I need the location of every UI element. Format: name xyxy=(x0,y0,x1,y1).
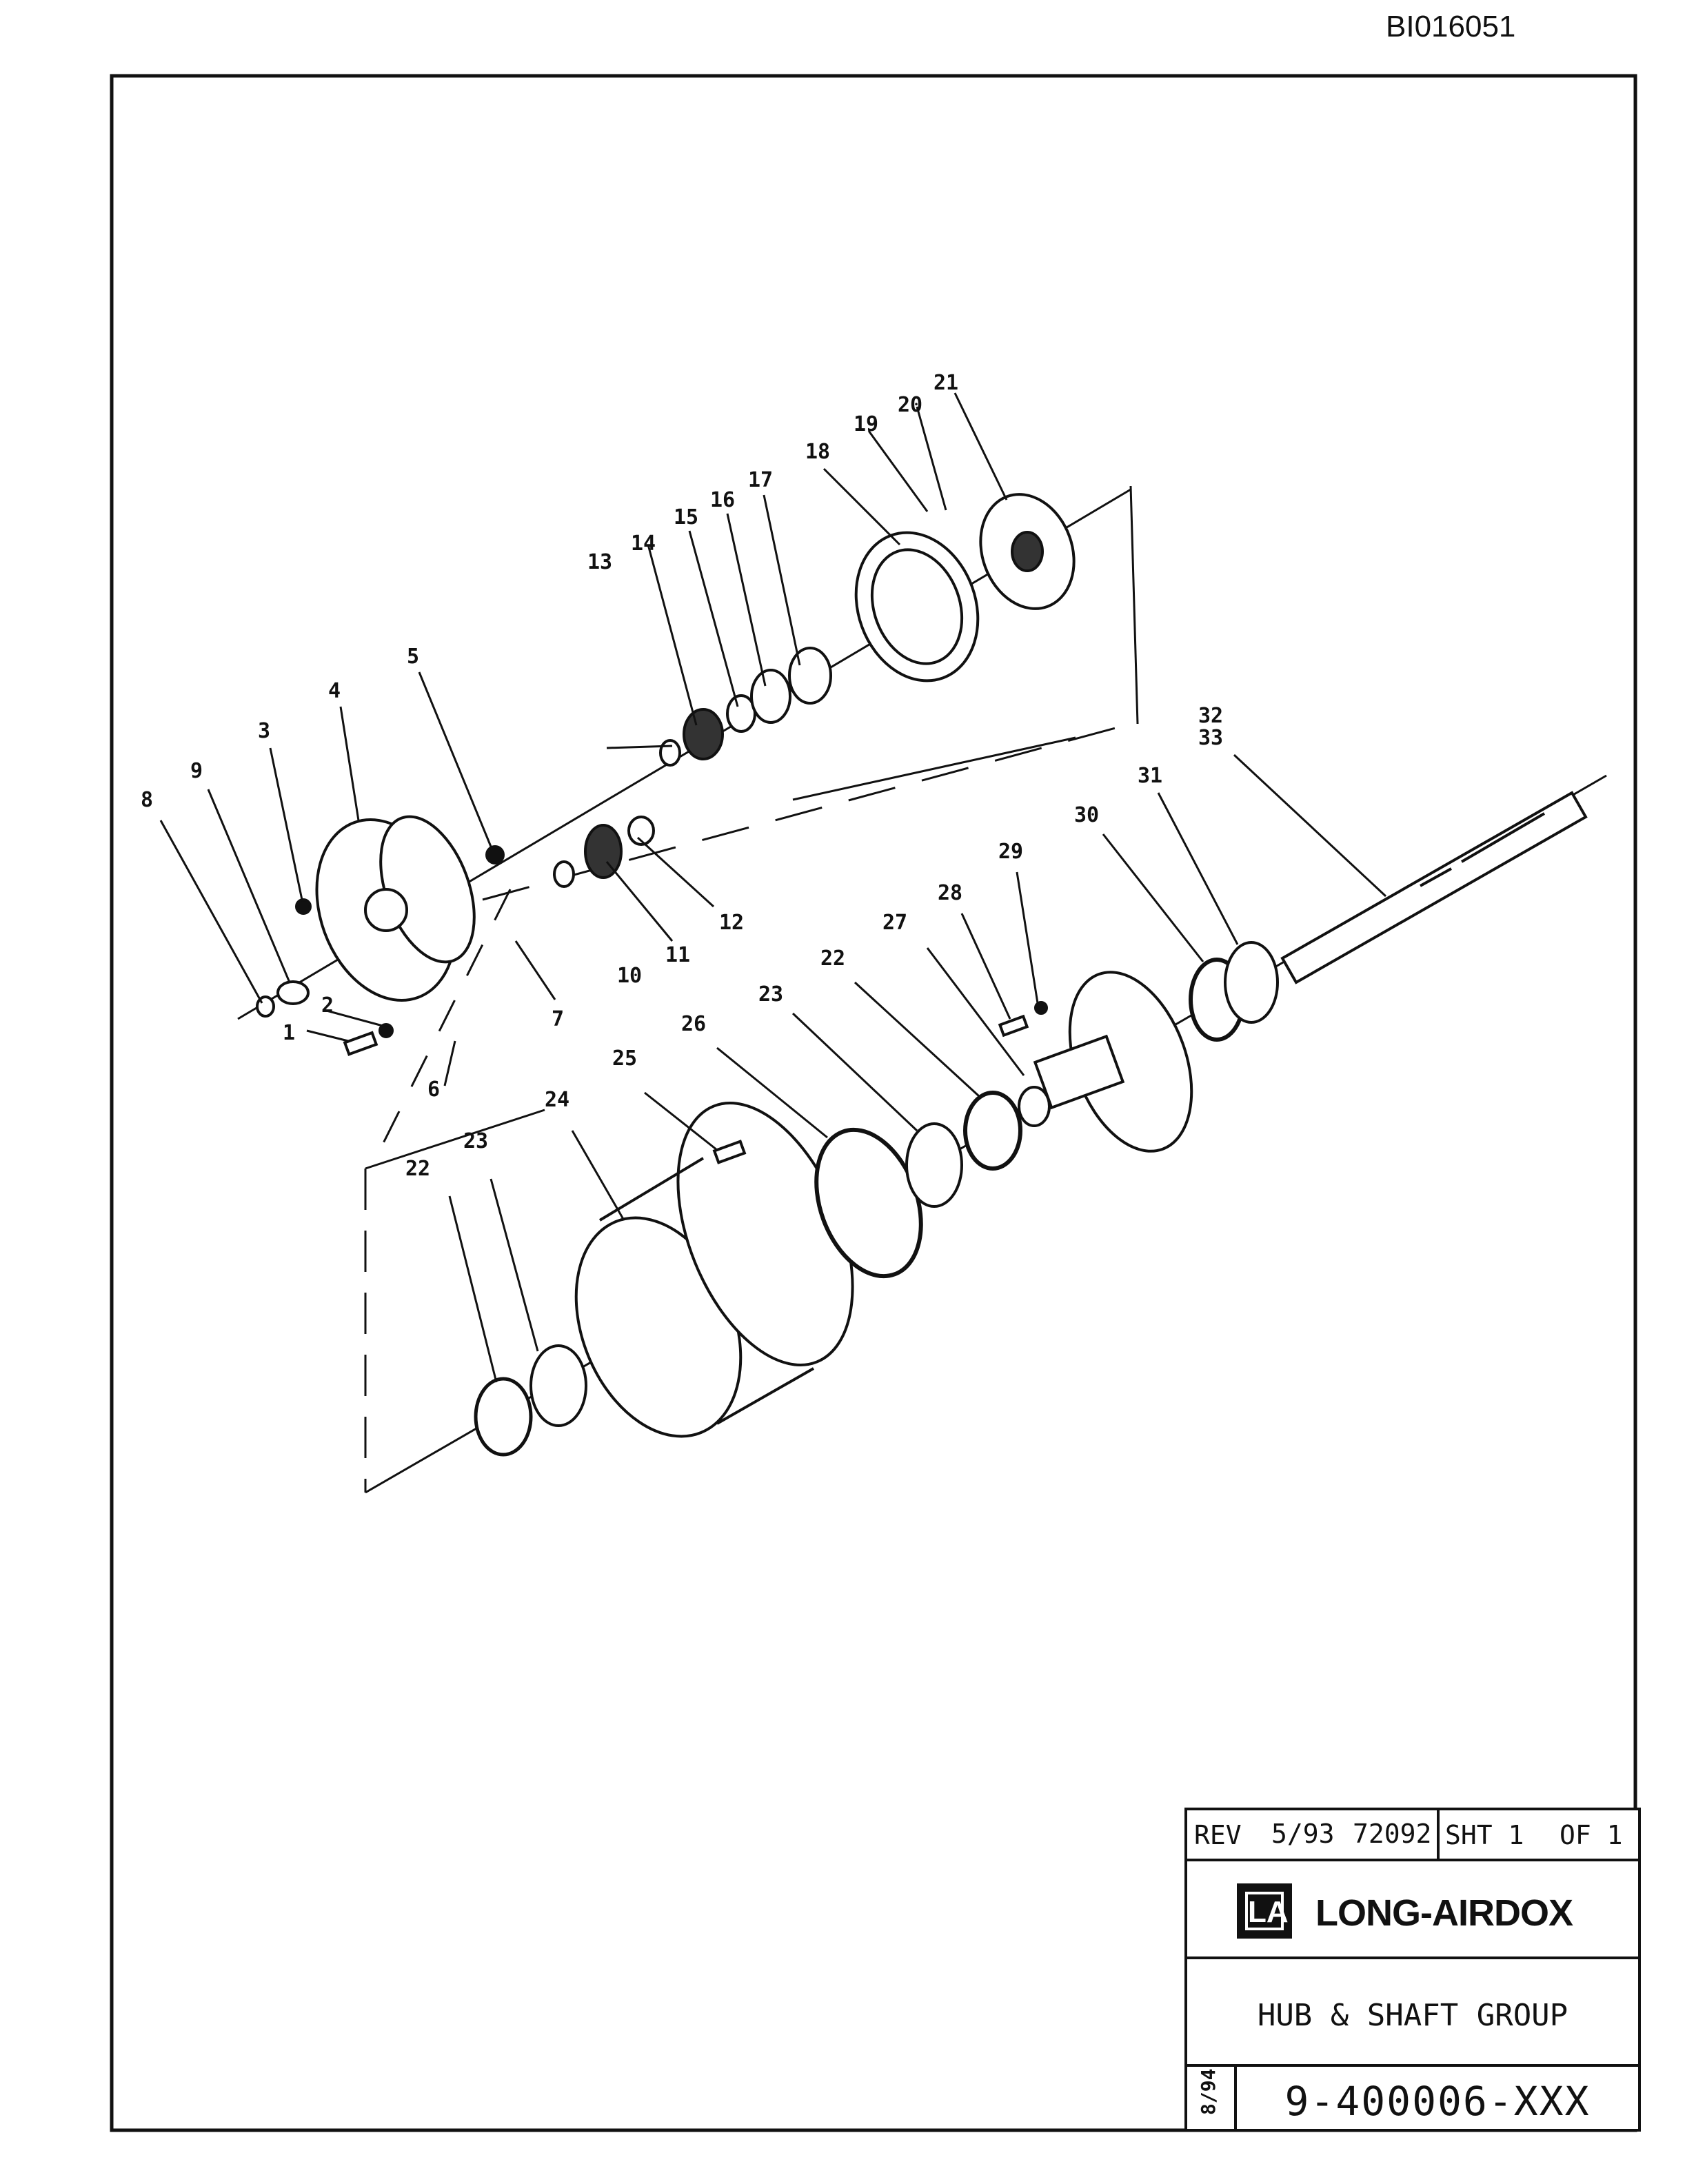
callout-23-upper: 23 xyxy=(758,982,783,1007)
callout-18: 18 xyxy=(805,440,830,464)
company-logo-icon: LA xyxy=(1237,1883,1292,1939)
callout-33: 33 xyxy=(1198,726,1223,750)
number-row: 8/94 9-400006-XXX xyxy=(1187,2067,1638,2132)
rev-date: 5/93 xyxy=(1271,1819,1335,1849)
callout-15: 15 xyxy=(674,505,698,529)
callout-6: 6 xyxy=(427,1078,440,1102)
callout-30: 30 xyxy=(1074,803,1099,827)
callout-22-upper: 22 xyxy=(820,947,845,971)
callout-31: 31 xyxy=(1138,764,1162,788)
callout-28: 28 xyxy=(938,881,962,905)
callout-21: 21 xyxy=(934,371,958,395)
callout-27: 27 xyxy=(882,911,907,935)
drive-shaft xyxy=(1280,791,1588,984)
drawing-number: 9-400006-XXX xyxy=(1284,2078,1591,2125)
callout-8: 8 xyxy=(141,788,153,812)
document-id: BI016051 xyxy=(1386,10,1516,43)
leader-lines xyxy=(159,392,1387,1383)
callout-10: 10 xyxy=(617,964,642,988)
callout-29: 29 xyxy=(998,840,1023,864)
eco-number: 72092 xyxy=(1353,1819,1432,1849)
callout-19: 19 xyxy=(854,412,878,436)
callout-16: 16 xyxy=(710,488,735,512)
title-block: REV 5/93 72092 SHT 1 OF 1 LA LONG-AIRDOX… xyxy=(1184,1808,1641,2132)
sheet-label: SHT 1 xyxy=(1445,1820,1524,1850)
company-name: LONG-AIRDOX xyxy=(1315,1892,1573,1934)
revision-row: REV 5/93 72092 SHT 1 OF 1 xyxy=(1187,1810,1638,1861)
company-row: LA LONG-AIRDOX xyxy=(1187,1861,1638,1959)
issue-date-cell: 8/94 xyxy=(1187,2067,1237,2132)
callout-7: 7 xyxy=(552,1007,564,1031)
logo-letters: LA xyxy=(1245,1892,1289,1930)
callout-32: 32 xyxy=(1198,704,1223,728)
drawing-title: HUB & SHAFT GROUP xyxy=(1257,1998,1568,2033)
callout-11: 11 xyxy=(665,943,690,967)
sheet-of-label: OF 1 xyxy=(1560,1820,1623,1850)
callout-25: 25 xyxy=(612,1046,637,1071)
callout-26: 26 xyxy=(681,1012,706,1036)
revision-divider xyxy=(1437,1810,1440,1859)
callout-20: 20 xyxy=(898,393,922,417)
callout-3: 3 xyxy=(258,719,270,743)
rev-label: REV xyxy=(1194,1820,1242,1850)
callout-14: 14 xyxy=(631,532,656,556)
callout-12: 12 xyxy=(719,911,744,935)
callout-1: 1 xyxy=(283,1021,295,1045)
callout-2: 2 xyxy=(321,993,334,1018)
callout-4: 4 xyxy=(328,679,341,703)
issue-date: 8/94 xyxy=(1197,2068,1220,2115)
callout-labels: 1 2 3 4 5 6 7 8 9 10 11 12 13 14 15 16 1… xyxy=(141,371,1223,1181)
callout-5: 5 xyxy=(407,645,419,669)
callout-13: 13 xyxy=(587,550,612,574)
callout-24: 24 xyxy=(545,1088,569,1112)
callout-23-lower: 23 xyxy=(463,1129,488,1153)
callout-22-lower: 22 xyxy=(405,1157,430,1181)
drawing-frame xyxy=(110,74,1637,2132)
title-row: HUB & SHAFT GROUP xyxy=(1187,1959,1638,2067)
parts xyxy=(256,493,1588,1457)
callout-17: 17 xyxy=(748,468,773,492)
callout-9: 9 xyxy=(190,759,203,783)
